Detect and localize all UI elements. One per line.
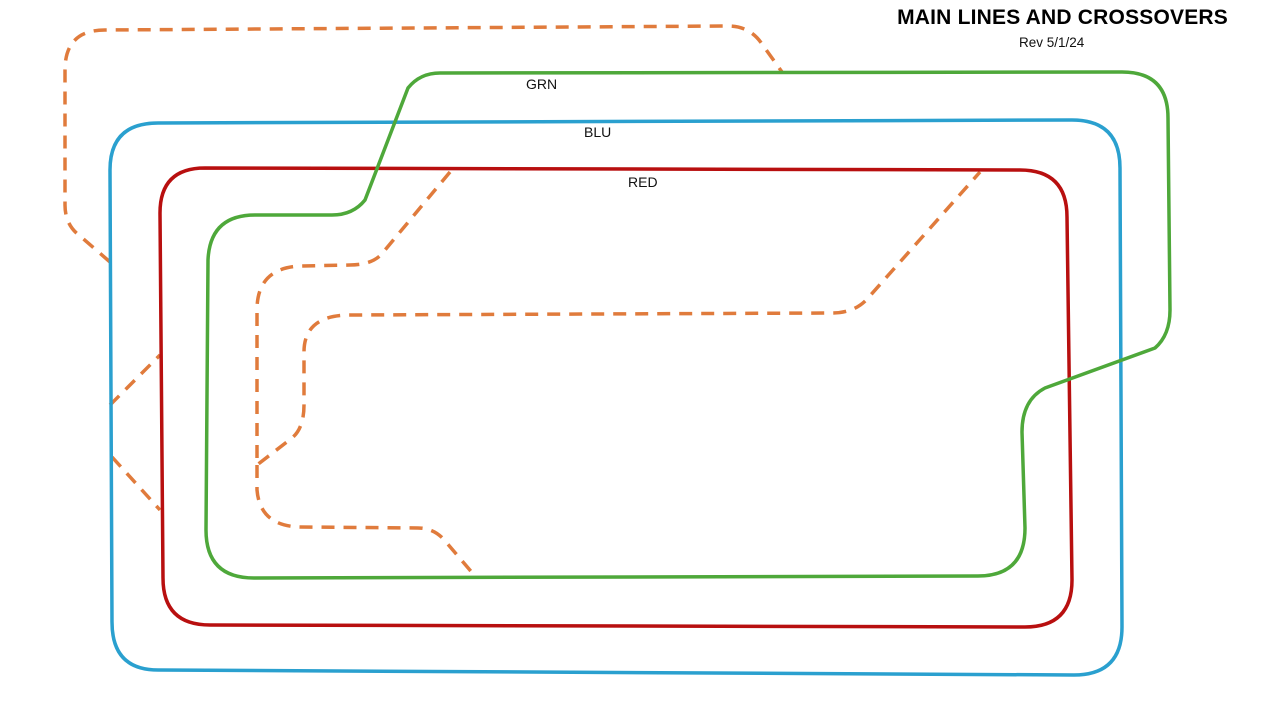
green-line-label: GRN: [526, 76, 558, 92]
revision-date: Rev 5/1/24: [1019, 35, 1085, 50]
crossover-outer-loop: [63, 24, 784, 264]
blue-line-label: BLU: [584, 124, 612, 140]
crossovers: [63, 24, 982, 578]
blue-main-line: [108, 118, 1124, 677]
crossover-red-to-inner-siding: [255, 170, 982, 467]
red-main-line: [158, 166, 1074, 629]
red-line-label: RED: [628, 174, 658, 190]
diagram-title: MAIN LINES AND CROSSOVERS: [897, 6, 1228, 29]
crossover-blue-to-red-upper: [108, 353, 162, 407]
crossover-blue-to-red-lower: [110, 455, 162, 512]
green-main-line: [204, 70, 1172, 580]
crossover-inner-siding-to-green: [255, 465, 477, 578]
